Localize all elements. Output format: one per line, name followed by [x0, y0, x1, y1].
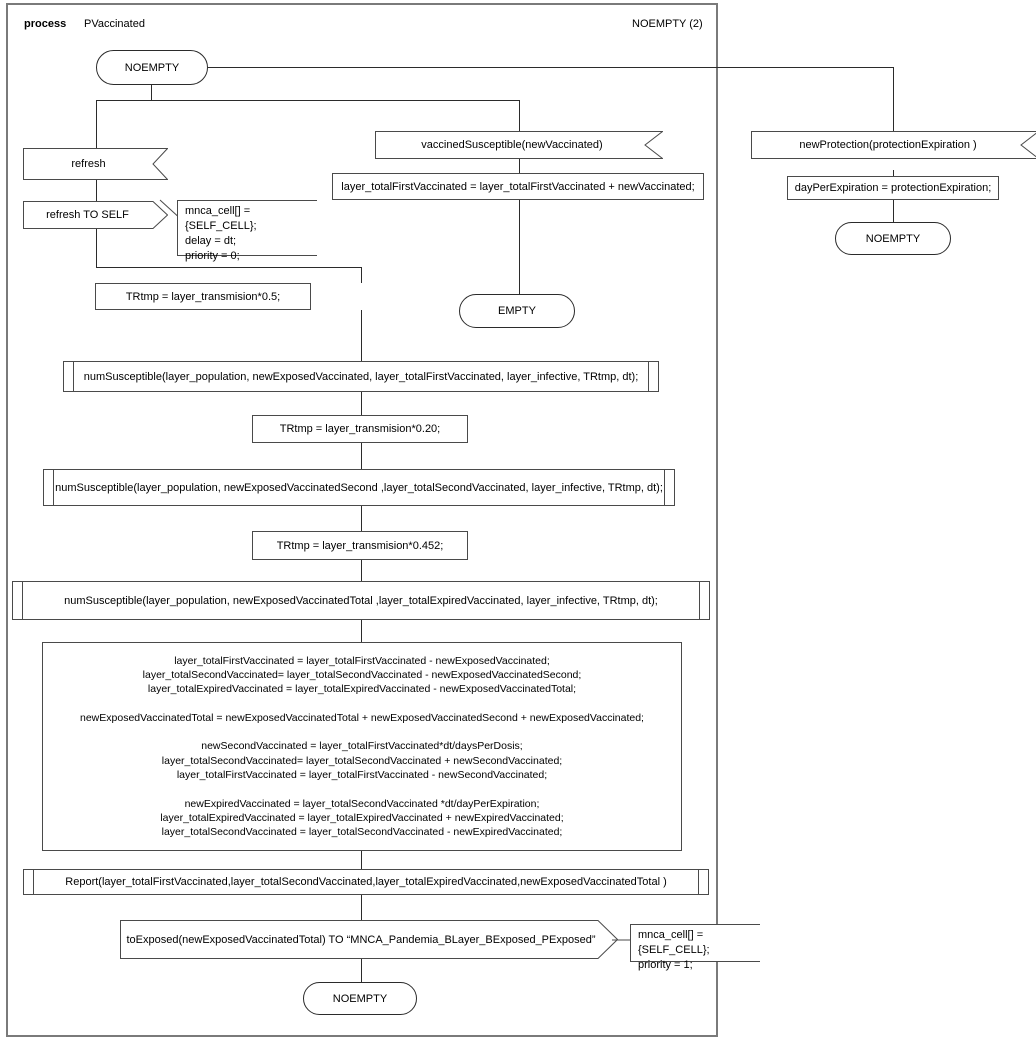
input-signal-shape [751, 131, 1036, 159]
connector-output-jog [96, 267, 362, 268]
task-trtmp-020[interactable]: TRtmp = layer_transmision*0.20; [252, 415, 468, 443]
connector-to-call1 [361, 343, 362, 361]
connector-start-to-right [208, 67, 894, 68]
connector-trtmp05-down [361, 310, 362, 343]
connector-call1-to-trtmp020 [361, 392, 362, 415]
output-signal-shape [120, 920, 618, 959]
input-signal-shape [375, 131, 663, 159]
output-signal-refresh-to-self-label: refresh TO SELF [46, 209, 129, 221]
procedure-call-label: numSusceptible(layer_population, newExpo… [83, 370, 639, 383]
connector-trtmp020-to-call2 [361, 443, 362, 469]
task-trtmp-0452[interactable]: TRtmp = layer_transmision*0.452; [252, 531, 468, 560]
connector-dayper-to-noempty [893, 198, 894, 222]
state-empty[interactable]: EMPTY [459, 294, 575, 328]
frame-kind-label: process [24, 18, 67, 30]
frame-page-reference: NOEMPTY (2) [632, 18, 703, 30]
input-signal-refresh[interactable]: refresh [23, 148, 168, 180]
procedure-call-num-susceptible-first[interactable]: numSusceptible(layer_population, newExpo… [63, 361, 659, 392]
connector-output-down [96, 229, 97, 267]
input-signal-new-protection[interactable]: newProtection(protectionExpiration ) [751, 131, 1036, 159]
connector-refresh-to-output [96, 180, 97, 201]
connector-bus-to-refresh [96, 100, 97, 148]
connector-right-drop [893, 67, 894, 156]
connector-task-to-empty [519, 200, 520, 294]
output-signal-to-exposed-label: toExposed(newExposedVaccinatedTotal) TO … [126, 933, 596, 946]
state-right-noempty[interactable]: NOEMPTY [835, 222, 951, 255]
process-frame [6, 3, 718, 1037]
connector-call3-to-bigblock [361, 620, 362, 642]
input-signal-shape [23, 148, 168, 180]
frame-process-name: PVaccinated [84, 18, 145, 30]
procedure-call-num-susceptible-total[interactable]: numSusceptible(layer_population, newExpo… [12, 581, 710, 620]
input-signal-vaccined-susceptible[interactable]: vaccinedSusceptible(newVaccinated) [375, 131, 663, 159]
input-signal-refresh-label: refresh [71, 158, 106, 170]
task-trtmp-05[interactable]: TRtmp = layer_transmision*0.5; [95, 283, 311, 310]
state-bottom-noempty[interactable]: NOEMPTY [303, 982, 417, 1015]
connector-bigblock-to-report [361, 851, 362, 869]
connector-start-down [151, 85, 152, 101]
connector-report-to-toexposed [361, 895, 362, 920]
connector-jog-to-trtmp05 [361, 267, 362, 283]
output-signal-shape [23, 201, 168, 229]
procedure-call-label: numSusceptible(layer_population, newExpo… [64, 594, 658, 607]
connector-trtmp0452-to-call3 [361, 560, 362, 581]
comment-refresh-to-self: mnca_cell[] = {SELF_CELL}; delay = dt; p… [177, 200, 317, 262]
state-start[interactable]: NOEMPTY [96, 50, 208, 85]
task-day-per-expiration[interactable]: dayPerExpiration = protectionExpiration; [787, 176, 999, 200]
output-signal-refresh-to-self[interactable]: refresh TO SELF [23, 201, 168, 229]
connector-start-bus [96, 100, 520, 101]
procedure-call-label: numSusceptible(layer_population, newExpo… [55, 481, 663, 494]
task-vaccination-update-block[interactable]: layer_totalFirstVaccinated = layer_total… [42, 642, 682, 851]
procedure-call-label: Report(layer_totalFirstVaccinated,layer_… [65, 876, 667, 888]
comment-to-exposed: mnca_cell[] = {SELF_CELL}; priority = 1; [630, 924, 760, 971]
output-signal-to-exposed[interactable]: toExposed(newExposedVaccinatedTotal) TO … [120, 920, 618, 959]
connector-bus-to-vaccined [519, 100, 520, 131]
task-first-vaccinated-add[interactable]: layer_totalFirstVaccinated = layer_total… [332, 173, 704, 200]
input-signal-vaccined-label: vaccinedSusceptible(newVaccinated) [421, 139, 603, 151]
connector-call2-to-trtmp0452 [361, 506, 362, 531]
connector-vaccined-to-task [519, 159, 520, 173]
connector-newprotection-to-task [893, 170, 894, 176]
connector-toexposed-to-noempty [361, 959, 362, 982]
input-signal-new-protection-label: newProtection(protectionExpiration ) [799, 139, 977, 151]
procedure-call-report[interactable]: Report(layer_totalFirstVaccinated,layer_… [23, 869, 709, 895]
procedure-call-num-susceptible-second[interactable]: numSusceptible(layer_population, newExpo… [43, 469, 675, 506]
